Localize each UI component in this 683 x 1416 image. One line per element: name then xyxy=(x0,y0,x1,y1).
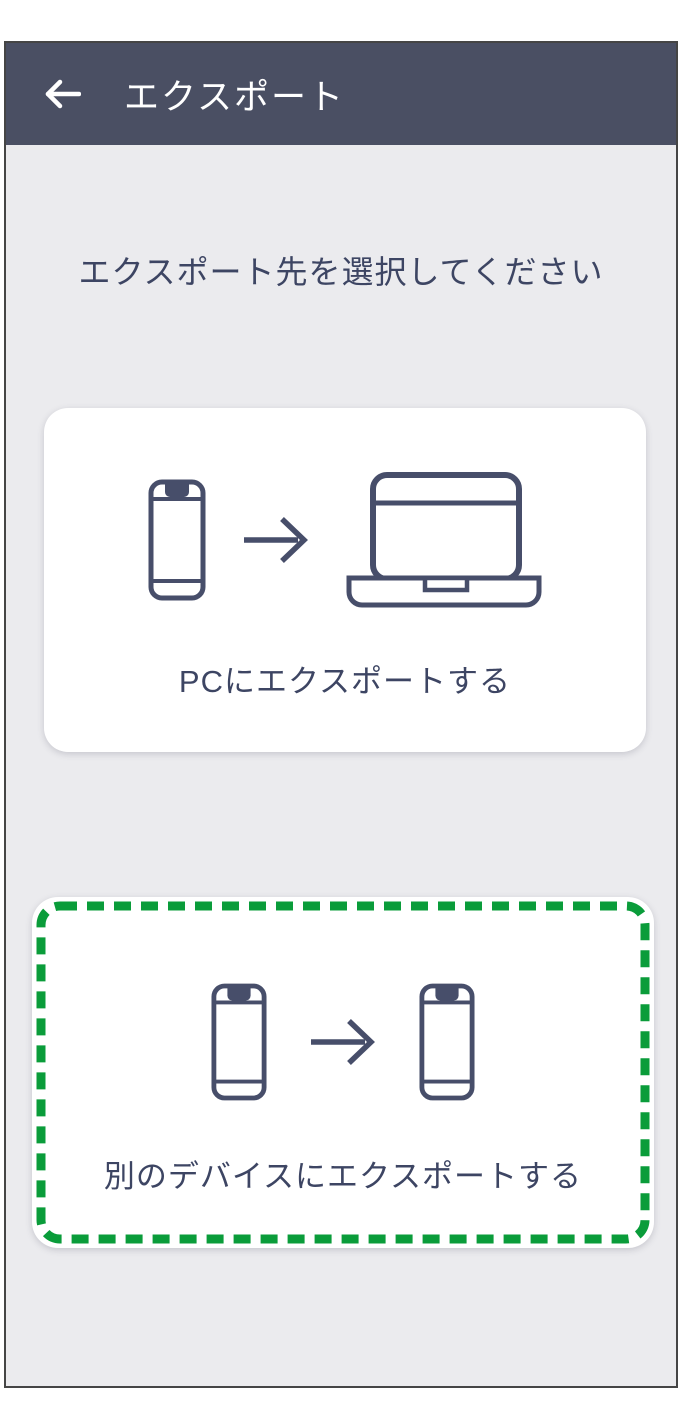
arrow-right-icon xyxy=(309,1016,377,1068)
smartphone-icon xyxy=(419,983,475,1101)
page-title: エクスポート xyxy=(124,77,345,117)
app-bar: エクスポート xyxy=(6,43,676,145)
arrow-left-icon xyxy=(43,78,81,110)
card-pc-icons xyxy=(148,472,542,608)
smartphone-icon xyxy=(211,983,267,1101)
laptop-icon xyxy=(346,472,542,608)
card-pc-label: PCにエクスポートする xyxy=(178,664,512,699)
card-export-to-another-device[interactable]: 別のデバイスにエクスポートする xyxy=(32,897,654,1248)
back-button[interactable] xyxy=(42,77,82,111)
card-device-label: 別のデバイスにエクスポートする xyxy=(103,1159,583,1194)
card-export-to-pc[interactable]: PCにエクスポートする xyxy=(44,408,646,752)
instruction-text: エクスポート先を選択してください xyxy=(78,254,604,290)
smartphone-icon xyxy=(148,479,206,601)
arrow-right-icon xyxy=(242,514,310,566)
card-device-icons xyxy=(211,983,475,1101)
app-screen: エクスポート エクスポート先を選択してください xyxy=(4,41,678,1388)
